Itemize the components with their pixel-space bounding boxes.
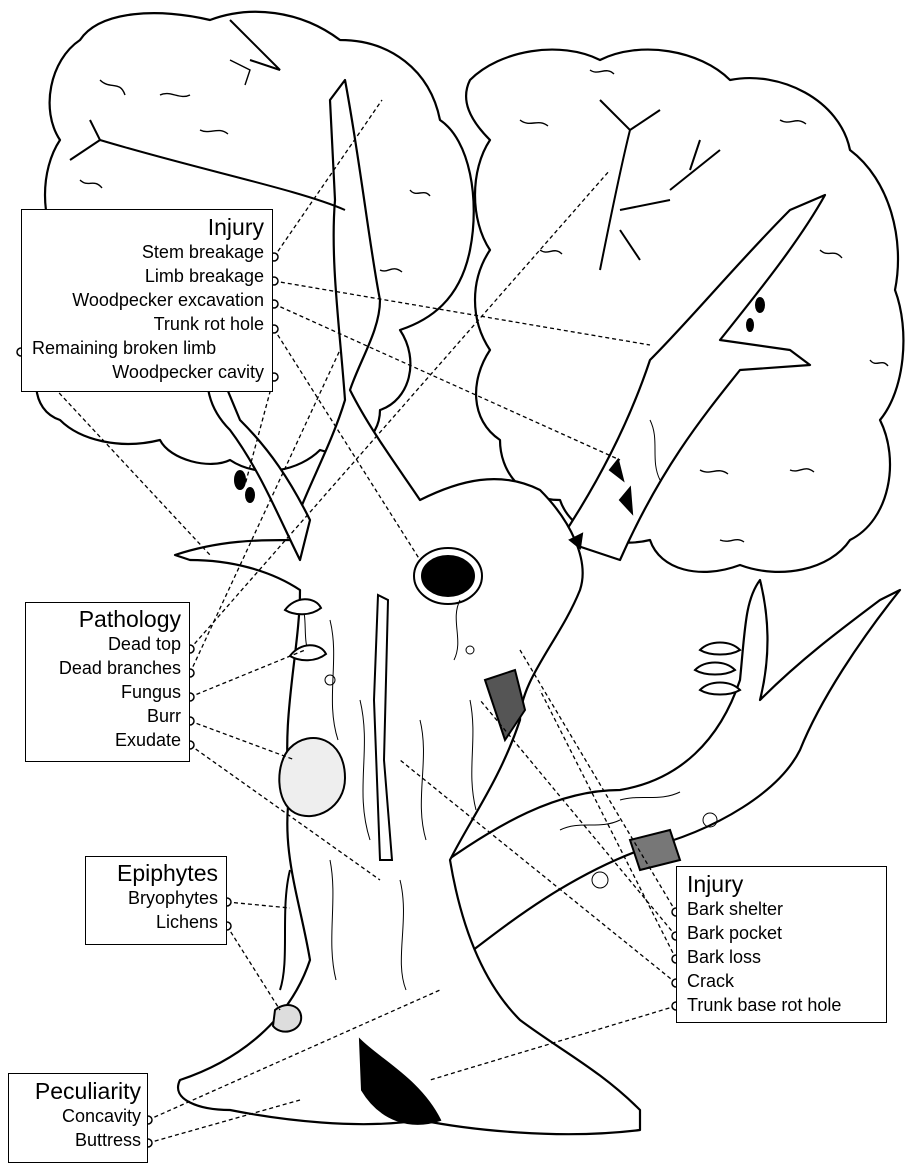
- pathology-box: Pathology Dead top Dead branches Fungus …: [25, 602, 190, 762]
- injury-bottom-box: Injury Bark shelter Bark pocket Bark los…: [676, 866, 887, 1023]
- pathology-title: Pathology: [32, 606, 181, 632]
- label-woodpecker-cavity: Woodpecker cavity: [30, 360, 264, 384]
- label-crack: Crack: [687, 969, 880, 993]
- epiphytes-box: Epiphytes Bryophytes Lichens: [85, 856, 227, 945]
- label-fungus: Fungus: [32, 680, 181, 704]
- label-remaining-broken-limb: Remaining broken limb: [32, 336, 264, 360]
- label-bark-loss: Bark loss: [687, 945, 880, 969]
- label-stem-breakage: Stem breakage: [30, 240, 264, 264]
- label-concavity: Concavity: [15, 1104, 141, 1128]
- label-lichens: Lichens: [92, 910, 218, 934]
- injury-top-box: Injury Stem breakage Limb breakage Woodp…: [21, 209, 273, 392]
- label-buttress: Buttress: [15, 1128, 141, 1152]
- label-dead-top: Dead top: [32, 632, 181, 656]
- epiphytes-title: Epiphytes: [92, 860, 218, 886]
- peculiarity-box: Peculiarity Concavity Buttress: [8, 1073, 148, 1163]
- label-bark-pocket: Bark pocket: [687, 921, 880, 945]
- label-woodpecker-excavation: Woodpecker excavation: [30, 288, 264, 312]
- injury-top-title: Injury: [30, 214, 264, 240]
- peculiarity-title: Peculiarity: [15, 1078, 141, 1104]
- label-trunk-rot-hole: Trunk rot hole: [30, 312, 264, 336]
- trunk-rot-hole-shape: [422, 556, 474, 596]
- label-bryophytes: Bryophytes: [92, 886, 218, 910]
- label-bark-shelter: Bark shelter: [687, 897, 880, 921]
- label-burr: Burr: [32, 704, 181, 728]
- label-dead-branches: Dead branches: [32, 656, 181, 680]
- injury-bottom-title: Injury: [687, 871, 880, 897]
- label-exudate: Exudate: [32, 728, 181, 752]
- label-limb-breakage: Limb breakage: [30, 264, 264, 288]
- label-trunk-base-rot-hole: Trunk base rot hole: [687, 993, 880, 1017]
